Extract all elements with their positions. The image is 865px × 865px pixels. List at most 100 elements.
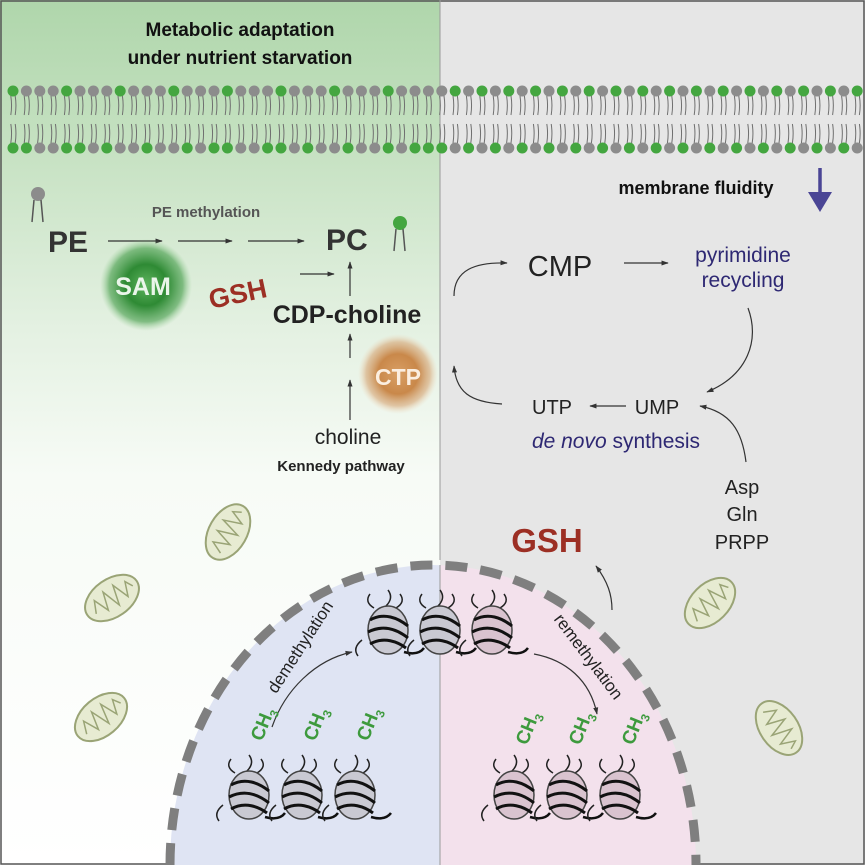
- lipid-tail: [666, 95, 669, 116]
- lipid-tail: [653, 95, 656, 116]
- lipid-tail: [416, 123, 419, 144]
- lipid-tail: [827, 123, 830, 144]
- lipid-tail: [349, 95, 352, 116]
- lipid-tail: [81, 123, 84, 144]
- lipid-head: [677, 142, 689, 154]
- lipid-tail: [577, 95, 580, 116]
- lipid-head: [208, 85, 220, 97]
- lipid-head: [597, 85, 609, 97]
- lipid-tail: [564, 95, 566, 116]
- lipid-tail: [546, 95, 549, 116]
- lipid-head: [664, 142, 676, 154]
- lipid-head: [463, 85, 475, 97]
- lipid-tail: [657, 95, 660, 116]
- lipid-tail: [318, 123, 321, 144]
- lipid-tail: [121, 123, 124, 144]
- lipid-tail: [229, 95, 231, 116]
- lipid-tail: [148, 123, 151, 144]
- lipid-head: [315, 142, 327, 154]
- lipid-tail: [452, 95, 455, 116]
- lipid-tail: [666, 123, 669, 144]
- ch3-subscript: 3: [638, 712, 654, 724]
- lipid-head: [168, 142, 180, 154]
- lipid-head: [128, 142, 140, 154]
- lipid-head: [610, 85, 622, 97]
- lipid-tail: [519, 95, 522, 116]
- lipid-tail: [519, 123, 522, 144]
- lipid-tail: [425, 123, 428, 144]
- lipid-tail: [523, 95, 526, 116]
- lipid-tail: [331, 95, 334, 116]
- lipid-head: [838, 142, 850, 154]
- lipid-head: [717, 142, 729, 154]
- lipid-head: [262, 142, 274, 154]
- lipid-tail: [747, 95, 750, 116]
- lipid-head: [824, 142, 836, 154]
- lipid-tail: [264, 123, 267, 144]
- nuclear-envelope: [165, 560, 701, 865]
- asp-label: Asp: [725, 477, 759, 499]
- lipid-tail: [37, 123, 39, 144]
- lipid-tail: [224, 123, 227, 144]
- lipid-head: [851, 142, 863, 154]
- lipid-tail: [456, 95, 459, 116]
- lipid-tail: [389, 95, 392, 116]
- lipid-tail: [818, 123, 821, 144]
- lipid-tail: [144, 95, 147, 116]
- lipid-tail: [144, 123, 147, 144]
- lipid-tail: [229, 123, 231, 144]
- lipid-tail: [573, 123, 575, 144]
- lipid-head: [114, 142, 126, 154]
- lipid-head: [530, 85, 542, 97]
- lipid-head: [342, 142, 354, 154]
- lipid-tail: [81, 95, 84, 116]
- lipid-head: [637, 142, 649, 154]
- lipid-tail: [805, 95, 808, 116]
- lipid-tail: [349, 123, 352, 144]
- lipid-tail: [14, 95, 17, 116]
- pe-methylation-label: PE methylation: [152, 204, 260, 221]
- lipid-tail: [439, 123, 441, 144]
- lipid-tail: [787, 123, 790, 144]
- lipid-head: [610, 142, 622, 154]
- lipid-tail: [54, 123, 57, 144]
- lipid-tail: [28, 123, 30, 144]
- lipid-head: [503, 85, 515, 97]
- ump-label: UMP: [635, 397, 679, 419]
- lipid-tail: [617, 95, 620, 116]
- lipid-tail: [430, 95, 432, 116]
- gln-label: Gln: [726, 504, 757, 526]
- lipid-tail: [345, 95, 348, 116]
- lipid-tail: [318, 95, 321, 116]
- lipid-head: [181, 85, 193, 97]
- lipid-head: [409, 85, 421, 97]
- lipid-tail: [465, 95, 468, 116]
- lipid-tail: [439, 95, 441, 116]
- lipid-head: [34, 142, 46, 154]
- lipid-tail: [626, 123, 629, 144]
- lipid-tail: [707, 95, 709, 116]
- lipid-tail: [50, 95, 53, 116]
- lipid-head: [583, 142, 595, 154]
- lipid-head: [436, 142, 448, 154]
- lipid-tail: [171, 123, 173, 144]
- lipid-tail: [738, 95, 741, 116]
- lipid-tail: [90, 95, 93, 116]
- lipid-tail: [800, 123, 803, 144]
- lipid-tail: [117, 123, 120, 144]
- lipid-head: [275, 142, 287, 154]
- lipid-tail: [211, 95, 214, 116]
- pc-label: PC: [326, 224, 368, 257]
- lipid-tail: [537, 123, 540, 144]
- lipid-head: [503, 142, 515, 154]
- lipid-tail: [157, 95, 160, 116]
- cmp-label: CMP: [528, 251, 592, 283]
- lipid-tail: [787, 95, 790, 116]
- lipid-tail: [841, 95, 843, 116]
- lipid-head: [476, 85, 488, 97]
- lipid-tail: [532, 123, 535, 144]
- lipid-head: [476, 142, 488, 154]
- lipid-tail: [827, 95, 830, 116]
- lipid-head: [690, 142, 702, 154]
- lipid-tail: [724, 123, 727, 144]
